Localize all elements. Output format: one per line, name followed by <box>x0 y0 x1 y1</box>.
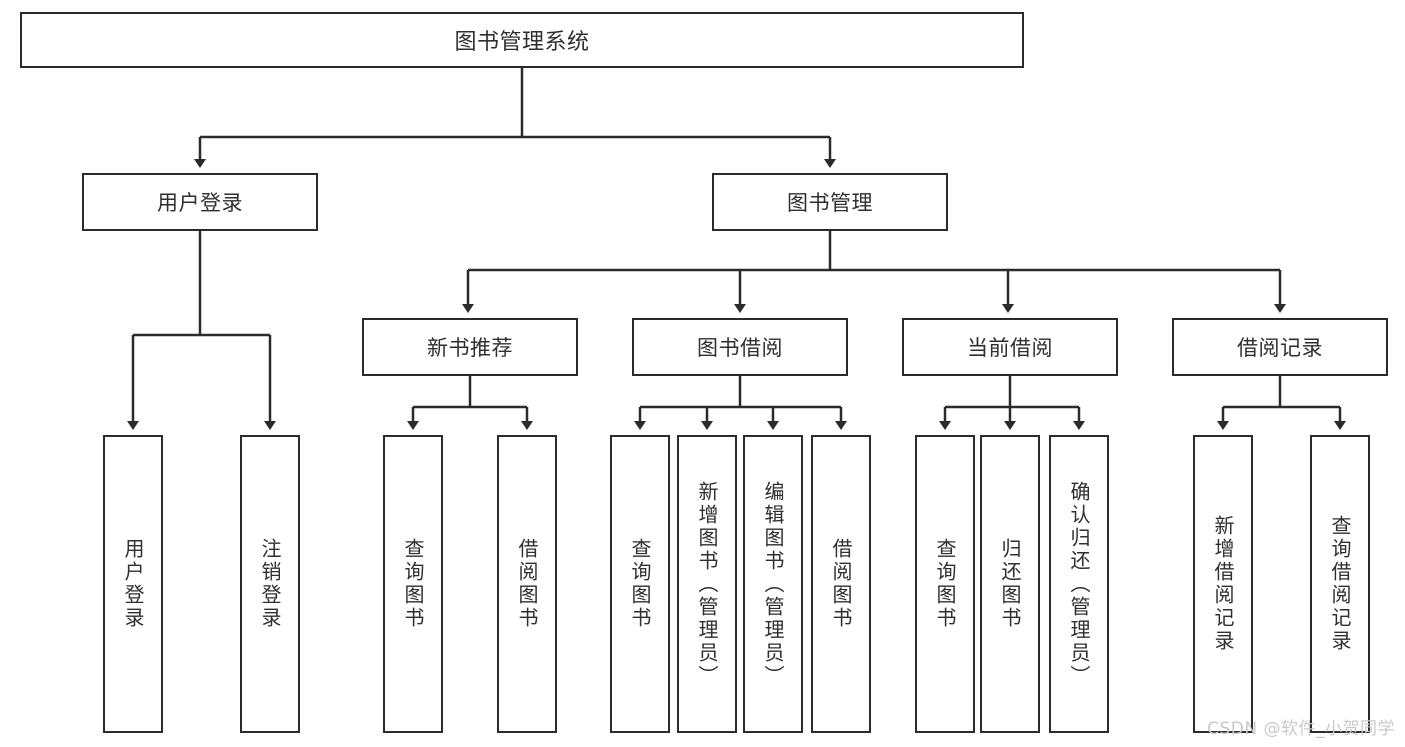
leaf-label: 新增借阅记录 <box>1211 515 1235 653</box>
node-root-system[interactable]: 图书管理系统 <box>20 12 1024 68</box>
node-new-book-recommend-label: 新书推荐 <box>427 336 513 360</box>
node-borrow-record[interactable]: 借阅记录 <box>1172 318 1388 376</box>
leaf-label: 归还图书 <box>998 538 1022 630</box>
leaf-label: 借阅图书 <box>515 538 539 630</box>
node-book-management-label: 图书管理 <box>787 191 873 215</box>
csdn-watermark: CSDN @软件_小贺同学 <box>1207 719 1395 739</box>
leaf-current-borrow-return[interactable]: 归还图书 <box>980 435 1040 733</box>
leaf-borrow-record-query[interactable]: 查询借阅记录 <box>1310 435 1370 733</box>
leaf-label: 查询图书 <box>628 538 652 630</box>
leaf-current-borrow-query[interactable]: 查询图书 <box>915 435 975 733</box>
leaf-label: 注销登录 <box>258 538 282 630</box>
leaf-new-book-borrow[interactable]: 借阅图书 <box>497 435 557 733</box>
leaf-label: 用户登录 <box>121 538 145 630</box>
node-borrow-record-label: 借阅记录 <box>1237 336 1323 360</box>
leaf-user-login-logout[interactable]: 注销登录 <box>240 435 300 733</box>
leaf-book-borrow-borrow[interactable]: 借阅图书 <box>811 435 871 733</box>
leaf-new-book-query[interactable]: 查询图书 <box>383 435 443 733</box>
leaf-label: 编辑图书（管理员） <box>761 480 785 688</box>
leaf-book-borrow-query[interactable]: 查询图书 <box>610 435 670 733</box>
leaf-label: 借阅图书 <box>829 538 853 630</box>
leaf-current-borrow-confirm-return[interactable]: 确认归还（管理员） <box>1049 435 1109 733</box>
leaf-book-borrow-edit[interactable]: 编辑图书（管理员） <box>743 435 803 733</box>
node-current-borrow[interactable]: 当前借阅 <box>902 318 1118 376</box>
node-user-login-label: 用户登录 <box>157 191 243 215</box>
node-current-borrow-label: 当前借阅 <box>967 336 1053 360</box>
node-book-management[interactable]: 图书管理 <box>712 173 948 231</box>
node-root-label: 图书管理系统 <box>454 30 590 55</box>
node-book-borrow-label: 图书借阅 <box>697 336 783 360</box>
node-user-login[interactable]: 用户登录 <box>82 173 318 231</box>
leaf-label: 查询图书 <box>933 538 957 630</box>
leaf-book-borrow-add[interactable]: 新增图书（管理员） <box>677 435 737 733</box>
node-book-borrow[interactable]: 图书借阅 <box>632 318 848 376</box>
node-new-book-recommend[interactable]: 新书推荐 <box>362 318 578 376</box>
leaf-label: 新增图书（管理员） <box>695 480 719 688</box>
leaf-label: 查询图书 <box>401 538 425 630</box>
leaf-label: 确认归还（管理员） <box>1067 480 1091 688</box>
leaf-user-login-login[interactable]: 用户登录 <box>103 435 163 733</box>
leaf-borrow-record-add[interactable]: 新增借阅记录 <box>1193 435 1253 733</box>
leaf-label: 查询借阅记录 <box>1328 515 1352 653</box>
